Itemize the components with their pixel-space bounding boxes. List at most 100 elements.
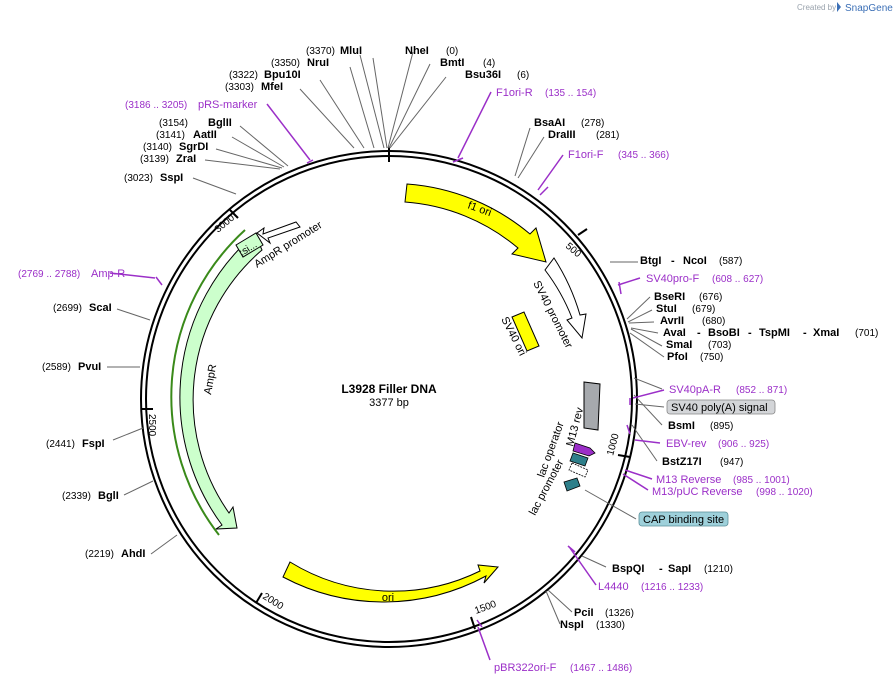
svg-text:500: 500 (563, 241, 583, 260)
site-pos-sspi: (3023) (124, 173, 153, 184)
primer-range-m13-puc-reverse: (998 .. 1020) (756, 487, 813, 498)
site-bsu36i: Bsu36I (465, 69, 501, 81)
lac-promoter-arrow[interactable] (568, 462, 589, 478)
site-pos-sapi: (1210) (704, 564, 733, 575)
m13-rev-marker[interactable] (572, 442, 596, 457)
site-sspi: SspI (160, 172, 183, 184)
site-pos-ahdi: (2219) (85, 549, 114, 560)
credit-text: Created by (797, 3, 836, 12)
svg-text:2000: 2000 (260, 591, 285, 612)
site-nspi: NspI (560, 619, 584, 631)
svg-text:CAP binding site: CAP binding site (643, 514, 724, 526)
site-pos-aatii: (3141) (156, 130, 185, 141)
site-pcii: PciI (574, 607, 594, 619)
site-avai: AvaI (663, 327, 686, 339)
site-dash-2: - (697, 327, 701, 339)
cap-binding-tag: CAP binding site (638, 511, 729, 527)
primer-m13-reverse: M13 Reverse (656, 474, 721, 486)
primer-leader-lines (109, 91, 665, 661)
primer-m13-puc-reverse: M13/pUC Reverse (652, 486, 742, 498)
site-pos-bstz17i: (947) (720, 457, 743, 468)
primer-l4440: L4440 (598, 581, 629, 593)
plasmid-name: L3928 Filler DNA (341, 382, 437, 396)
primer-pbr322ori-f: pBR322ori-F (494, 662, 557, 674)
site-bspqi: BspQI (612, 563, 644, 575)
site-pos-pfoi: (750) (700, 352, 723, 363)
site-pos-fspi: (2441) (46, 439, 75, 450)
site-pos-bglii: (3154) (159, 118, 188, 129)
site-mfei: MfeI (261, 81, 283, 93)
m13-rev-label: M13 rev (564, 406, 586, 448)
site-pos-bsaai: (278) (581, 118, 604, 129)
site-pos-xmai: (701) (855, 328, 878, 339)
site-pos-stui: (679) (692, 304, 715, 315)
site-dash-3: - (748, 327, 752, 339)
plasmid-length: 3377 bp (369, 397, 409, 409)
site-pos-bpu10i: (3322) (229, 70, 258, 81)
f1-ori-arrow[interactable] (404, 183, 547, 263)
ampr-label: AmpR (202, 363, 219, 395)
site-zrai: ZraI (176, 153, 196, 165)
site-pos-mfei: (3303) (225, 82, 254, 93)
site-pos-smai: (703) (708, 340, 731, 351)
site-pos-sgrdi: (3140) (143, 142, 172, 153)
primer-sv40pa-r: SV40pA-R (669, 384, 721, 396)
site-bsaai: BsaAI (534, 117, 565, 129)
svg-text:1500: 1500 (473, 599, 498, 617)
site-ncoi: NcoI (683, 255, 707, 267)
site-pos-avrii: (680) (702, 316, 725, 327)
site-pos-bsmi: (895) (710, 421, 733, 432)
site-scai: ScaI (89, 302, 112, 314)
site-nrui: NruI (307, 57, 329, 69)
site-btgi: BtgI (640, 255, 661, 267)
primer-range-m13-reverse: (985 .. 1001) (733, 475, 790, 486)
sv40-promoter-arrow[interactable] (544, 257, 587, 340)
primer-range-sv40pa-r: (852 .. 871) (736, 385, 787, 396)
site-mlui: MluI (340, 45, 362, 57)
primer-range-f1ori-r: (135 .. 154) (545, 88, 596, 99)
site-ahdi: AhdI (121, 548, 145, 560)
ampr-promoter-arrow[interactable] (256, 221, 301, 245)
primer-f1ori-r: F1ori-R (496, 87, 533, 99)
site-bsmi: BsmI (668, 420, 695, 432)
ampr-arrow[interactable] (179, 233, 263, 530)
svg-text:3000: 3000 (213, 212, 237, 235)
site-pos-nhei: (0) (446, 46, 458, 57)
site-pos-bsu36i: (6) (517, 70, 529, 81)
site-leader-lines (107, 51, 665, 625)
site-bpu10i: Bpu10I (264, 69, 301, 81)
site-avrii: AvrII (660, 315, 684, 327)
lac-operator-box[interactable] (569, 452, 589, 467)
primer-amp-r: Amp-R (91, 268, 125, 280)
site-pos-ncoi: (587) (719, 256, 742, 267)
brand-text: SnapGene (845, 3, 893, 14)
site-nhei: NheI (405, 45, 429, 57)
site-bsobi: BsoBI (708, 327, 740, 339)
site-bgli: BglI (98, 490, 119, 502)
site-dash-1: - (671, 255, 675, 267)
primer-sv40pro-f: SV40pro-F (646, 273, 699, 285)
signal-box[interactable] (235, 232, 264, 258)
site-pos-bseri: (676) (699, 292, 722, 303)
tick-2000: 2000 (255, 591, 285, 613)
site-bglii: BglII (208, 117, 232, 129)
site-pvui: PvuI (78, 361, 101, 373)
site-bstz17i: BstZ17I (662, 456, 702, 468)
svg-text:2500: 2500 (146, 414, 157, 437)
primer-range-f1ori-f: (345 .. 366) (618, 150, 669, 161)
primer-f1ori-f: F1ori-F (568, 149, 604, 161)
primer-prs-marker: pRS-marker (198, 99, 258, 111)
site-stui: StuI (656, 303, 677, 315)
site-fspi: FspI (82, 438, 105, 450)
ampr-inner-line (170, 229, 246, 536)
site-xmai: XmaI (813, 327, 839, 339)
sv40-ori-box[interactable] (511, 311, 540, 352)
primer-range-prs-marker: (3186 .. 3205) (125, 100, 187, 111)
cap-binding-box[interactable] (563, 477, 581, 492)
site-sgrdi: SgrDI (179, 141, 208, 153)
site-pos-nrui: (3350) (271, 58, 300, 69)
sv40-polya-box[interactable] (583, 381, 601, 431)
ori-arrow[interactable] (282, 561, 500, 603)
site-sapi: SapI (668, 563, 691, 575)
site-pos-pcii: (1326) (605, 608, 634, 619)
